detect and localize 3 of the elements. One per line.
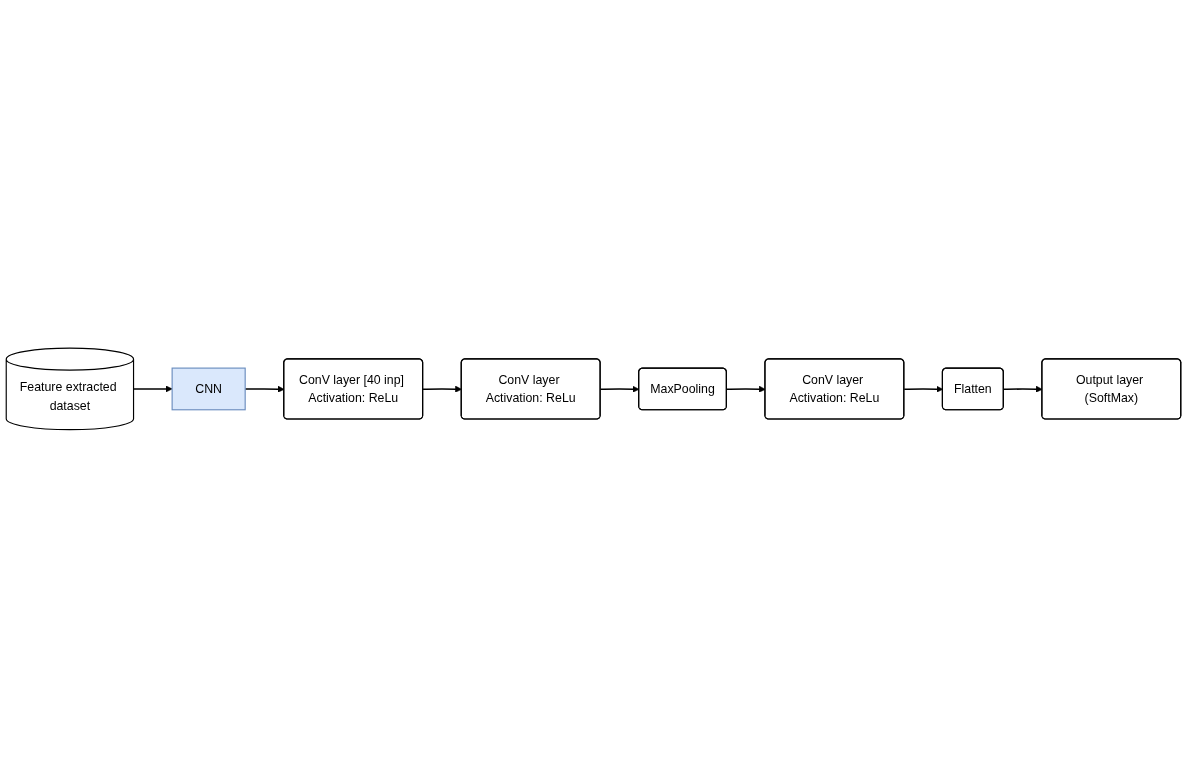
arrow	[422, 385, 462, 393]
arrow	[132, 385, 173, 393]
node-box: CNN	[171, 367, 246, 411]
